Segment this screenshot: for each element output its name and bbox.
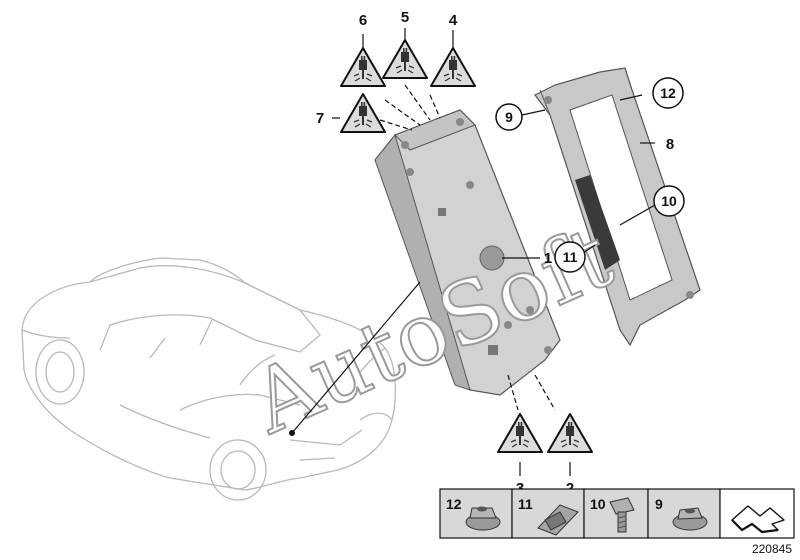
plug-warning-triangle-icon — [340, 93, 386, 133]
part-label-11: 11 — [518, 496, 533, 512]
clip-nut-icon — [537, 504, 579, 536]
callout-5: 5 — [401, 9, 409, 26]
plug-warning-triangle-icon — [547, 413, 593, 453]
hex-nut-icon — [672, 507, 708, 531]
parts-strip: 12 11 10 9 — [439, 488, 795, 539]
mounting-bracket — [534, 67, 701, 347]
plug-warning-triangle-icon — [340, 47, 386, 87]
leader-lines — [291, 28, 656, 476]
callout-8: 8 — [666, 136, 674, 153]
callout-7: 7 — [316, 110, 324, 127]
callout-1: 1 — [544, 250, 552, 267]
callout-11: 11 — [563, 249, 578, 265]
plug-warning-triangle-icon — [430, 47, 476, 87]
return-arrow-icon — [731, 505, 785, 534]
control-module — [374, 109, 561, 396]
plug-warning-triangle-icon — [382, 39, 428, 79]
callout-6: 6 — [359, 12, 367, 29]
part-label-10: 10 — [590, 496, 606, 512]
flange-nut-icon — [465, 506, 501, 531]
callout-12: 12 — [660, 85, 676, 101]
diagram-number: 220845 — [752, 542, 792, 556]
callout-10: 10 — [661, 193, 677, 209]
hex-bolt-icon — [609, 497, 635, 533]
callout-4: 4 — [449, 12, 458, 29]
part-label-12: 12 — [446, 496, 462, 512]
callout-9: 9 — [505, 109, 513, 125]
plug-warning-triangle-icon — [497, 413, 543, 453]
vehicle-outline — [21, 257, 396, 501]
part-label-9: 9 — [655, 496, 663, 512]
